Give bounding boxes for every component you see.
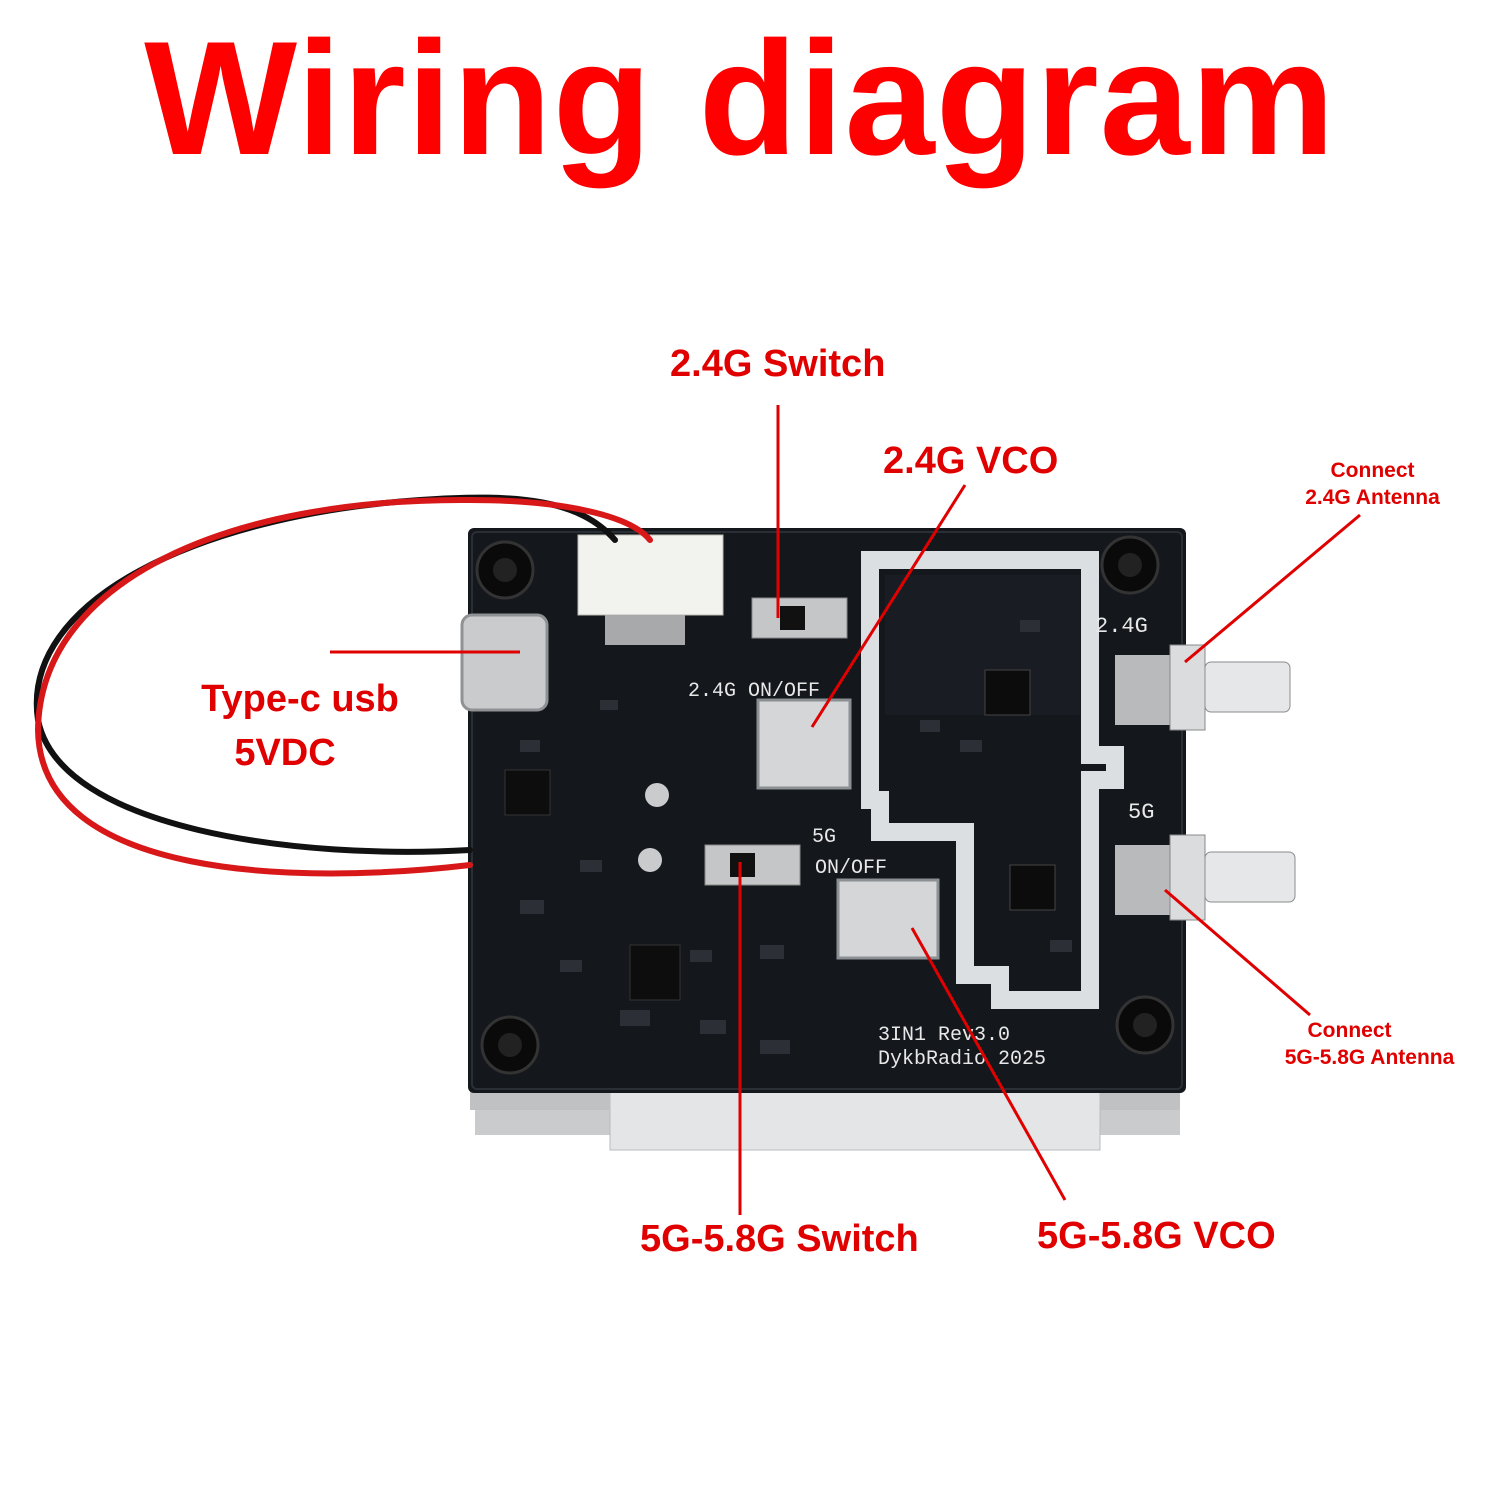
label-24g-switch: 2.4G Switch xyxy=(670,343,886,385)
label-5g-antenna-line2: 5G-5.8G Antenna xyxy=(1284,1046,1455,1069)
label-24g-antenna: Connect 2.4G Antenna xyxy=(1290,457,1455,511)
silk-24-onoff: 2.4G ON/OFF xyxy=(688,680,820,703)
leader-5g-antenna xyxy=(1164,888,1311,1017)
silk-24g: 2.4G xyxy=(1095,614,1148,639)
label-24g-antenna-line1: Connect xyxy=(1330,459,1415,482)
leader-5g-vco xyxy=(910,927,1067,1201)
silk-model: 3IN1 Rev3.0 xyxy=(878,1024,1010,1047)
label-usb: Type-c usb 5VDC xyxy=(190,672,410,780)
label-5g-antenna: Connect 5G-5.8G Antenna xyxy=(1262,1017,1477,1071)
label-usb-line2: 5VDC xyxy=(234,732,336,774)
silk-5g-label: 5G xyxy=(812,826,836,849)
pcb-board xyxy=(460,528,1186,1093)
page-title: Wiring diagram xyxy=(144,8,1336,189)
silk-5g-onoff: ON/OFF xyxy=(815,857,887,880)
leader-24g-vco xyxy=(810,484,967,728)
leader-24g-antenna xyxy=(1184,513,1361,664)
label-usb-line1: Type-c usb xyxy=(201,678,399,720)
power-wires xyxy=(33,494,653,877)
silk-maker: DykbRadio 2025 xyxy=(878,1048,1046,1071)
label-5g-vco: 5G-5.8G VCO xyxy=(1037,1215,1276,1257)
label-5g-switch: 5G-5.8G Switch xyxy=(640,1218,919,1260)
silk-5g: 5G xyxy=(1128,800,1154,825)
label-24g-vco: 2.4G VCO xyxy=(883,440,1059,482)
mounting-screw-icon xyxy=(475,535,1175,1075)
sma-connector-icon xyxy=(1115,644,1296,921)
leader-lines xyxy=(330,405,1361,1215)
label-5g-antenna-line1: Connect xyxy=(1307,1019,1392,1042)
label-24g-antenna-line2: 2.4G Antenna xyxy=(1305,486,1440,509)
